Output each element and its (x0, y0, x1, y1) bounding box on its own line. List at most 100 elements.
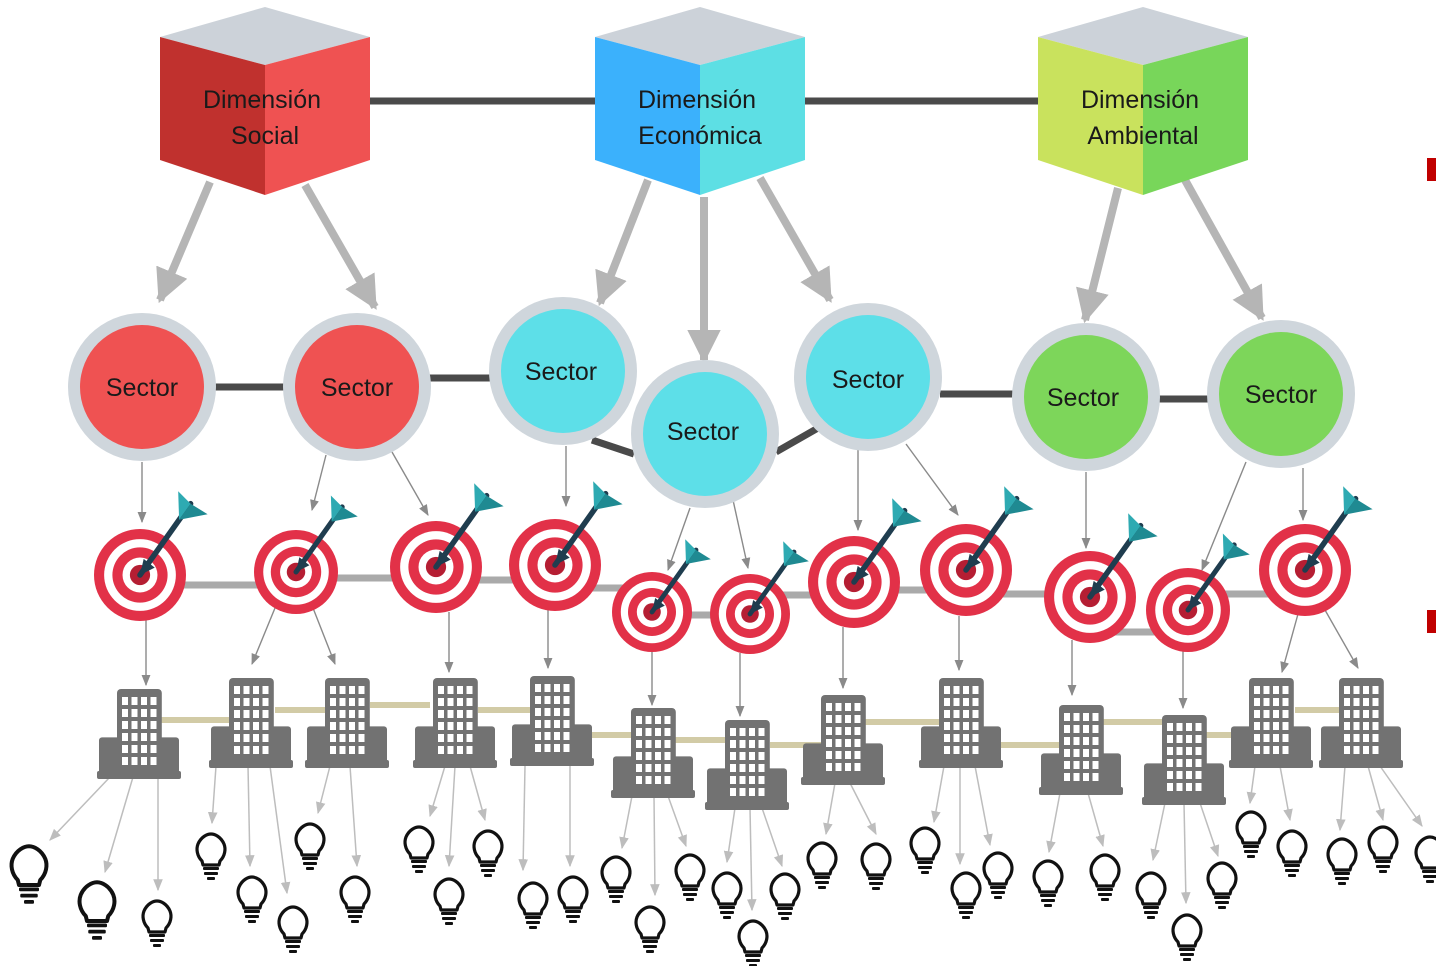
target-with-arrow-icon (509, 481, 623, 611)
company-to-idea-arrow (931, 765, 945, 824)
sector-label: Sector (832, 366, 904, 394)
office-building-icon (413, 678, 497, 768)
office-building-icon (97, 689, 181, 779)
company-to-idea-arrow (518, 765, 529, 872)
company-to-idea-arrow (1279, 765, 1293, 822)
lightbulb-icon (472, 829, 504, 877)
lightbulb-icon (433, 877, 465, 925)
company-to-idea-arrow (1367, 765, 1385, 822)
lightbulb-icon (517, 881, 549, 929)
lightbulb-icon (1032, 859, 1064, 907)
company-to-idea-arrow (619, 795, 633, 850)
sector-node: Sector (68, 313, 216, 461)
sector-label: Sector (106, 374, 178, 402)
target-with-arrow-icon (808, 498, 922, 628)
lightbulb-icon (909, 826, 941, 874)
dimension-title: Dimensión (1081, 86, 1199, 114)
dimension-economica-cube: Dimensión Económica (595, 7, 805, 195)
lightbulb-icon (294, 822, 326, 870)
company-to-idea-arrow (1046, 792, 1061, 854)
target-with-arrow-icon (94, 491, 208, 621)
lightbulb-icon (277, 905, 309, 953)
office-building-icon (1229, 678, 1313, 768)
objective-to-company-arrow (1280, 613, 1299, 674)
dimension-to-sector-arrow (156, 180, 214, 304)
office-building-icon (1319, 678, 1403, 768)
dimension-to-sector-arrow (301, 183, 379, 310)
dimension-social-cube: Dimensión Social (160, 7, 370, 195)
company-to-idea-arrow (1150, 802, 1166, 862)
company-to-idea-arrow (428, 765, 446, 818)
dimension-title: Dimensión (203, 86, 321, 114)
sector-label: Sector (321, 374, 393, 402)
objective-to-company-arrow (1324, 609, 1359, 669)
sector-label: Sector (1245, 381, 1317, 409)
lightbulb-icon (1171, 913, 1203, 961)
company-to-idea-arrow (974, 765, 993, 847)
sector-node: Sector (631, 360, 779, 508)
office-building-icon (919, 678, 1003, 768)
lightbulb-icon (1414, 835, 1436, 883)
sector-to-objective-arrow (310, 454, 327, 512)
sector-to-objective-arrow (391, 451, 429, 516)
lightbulb-icon (860, 842, 892, 890)
lightbulb-icon (1367, 825, 1399, 873)
idea-row (9, 810, 1436, 966)
company-to-idea-arrow (650, 795, 660, 897)
company-to-idea-arrow (761, 807, 784, 868)
company-to-idea-arrow (1336, 765, 1346, 832)
sector-node: Sector (794, 303, 942, 451)
lightbulb-icon (195, 832, 227, 880)
target-with-arrow-icon (1146, 533, 1250, 652)
sector-label: Sector (1047, 384, 1119, 412)
company-to-idea-arrow (269, 765, 291, 895)
sector-label: Sector (667, 418, 739, 446)
sector-node: Sector (283, 313, 431, 461)
company-to-idea-arrow (746, 807, 757, 912)
lightbulb-icon (339, 875, 371, 923)
sector-node: Sector (1207, 320, 1355, 468)
company-to-idea-arrow (103, 776, 134, 874)
dimension-ambiental-cube: Dimensión Ambiental (1038, 7, 1248, 195)
lightbulb-icon (1206, 861, 1238, 909)
target-with-arrow-icon (710, 541, 809, 654)
lightbulb-icon (674, 853, 706, 901)
sector-to-objective-arrow (667, 507, 691, 572)
target-with-arrow-icon (612, 539, 711, 652)
lightbulb-icon (769, 872, 801, 920)
lightbulb-icon (600, 855, 632, 903)
office-building-icon (1039, 705, 1123, 795)
dimension-title: Dimensión (638, 86, 756, 114)
lightbulb-icon (1326, 837, 1358, 885)
sector-node: Sector (1012, 323, 1160, 471)
sector-links (213, 374, 1212, 458)
company-to-idea-arrow (207, 765, 218, 825)
lightbulb-icon (77, 880, 117, 940)
dimension-to-sector-arrow (756, 176, 834, 303)
office-building-icon (1142, 715, 1226, 805)
company-to-idea-arrow (849, 782, 877, 836)
target-with-arrow-icon (1259, 486, 1373, 616)
dimension-to-sector-arrow (595, 178, 652, 307)
sector-row: Sector Sector Sector Sector Sector Secto… (68, 297, 1355, 508)
lightbulb-icon (557, 875, 589, 923)
sector-link (590, 436, 636, 458)
lightbulb-icon (982, 851, 1014, 899)
target-with-arrow-icon (254, 495, 358, 614)
sector-to-objective-arrow (1201, 461, 1247, 572)
lightbulb-icon (806, 841, 838, 889)
office-building-icon (305, 678, 389, 768)
lightbulb-icon (711, 871, 743, 919)
company-to-idea-arrow (244, 765, 255, 868)
target-with-arrow-icon (920, 486, 1034, 616)
company-to-idea-arrow (1087, 792, 1105, 848)
lightbulb-icon (950, 871, 982, 919)
lightbulb-icon (9, 844, 49, 904)
company-to-idea-arrow (444, 765, 456, 868)
dimension-to-sector-arrow (1076, 187, 1122, 324)
lightbulb-icon (737, 919, 769, 966)
company-to-idea-arrow (469, 765, 487, 822)
objective-to-company-arrow (251, 607, 276, 666)
sector-link (774, 424, 820, 456)
company-to-idea-arrow (667, 795, 687, 848)
